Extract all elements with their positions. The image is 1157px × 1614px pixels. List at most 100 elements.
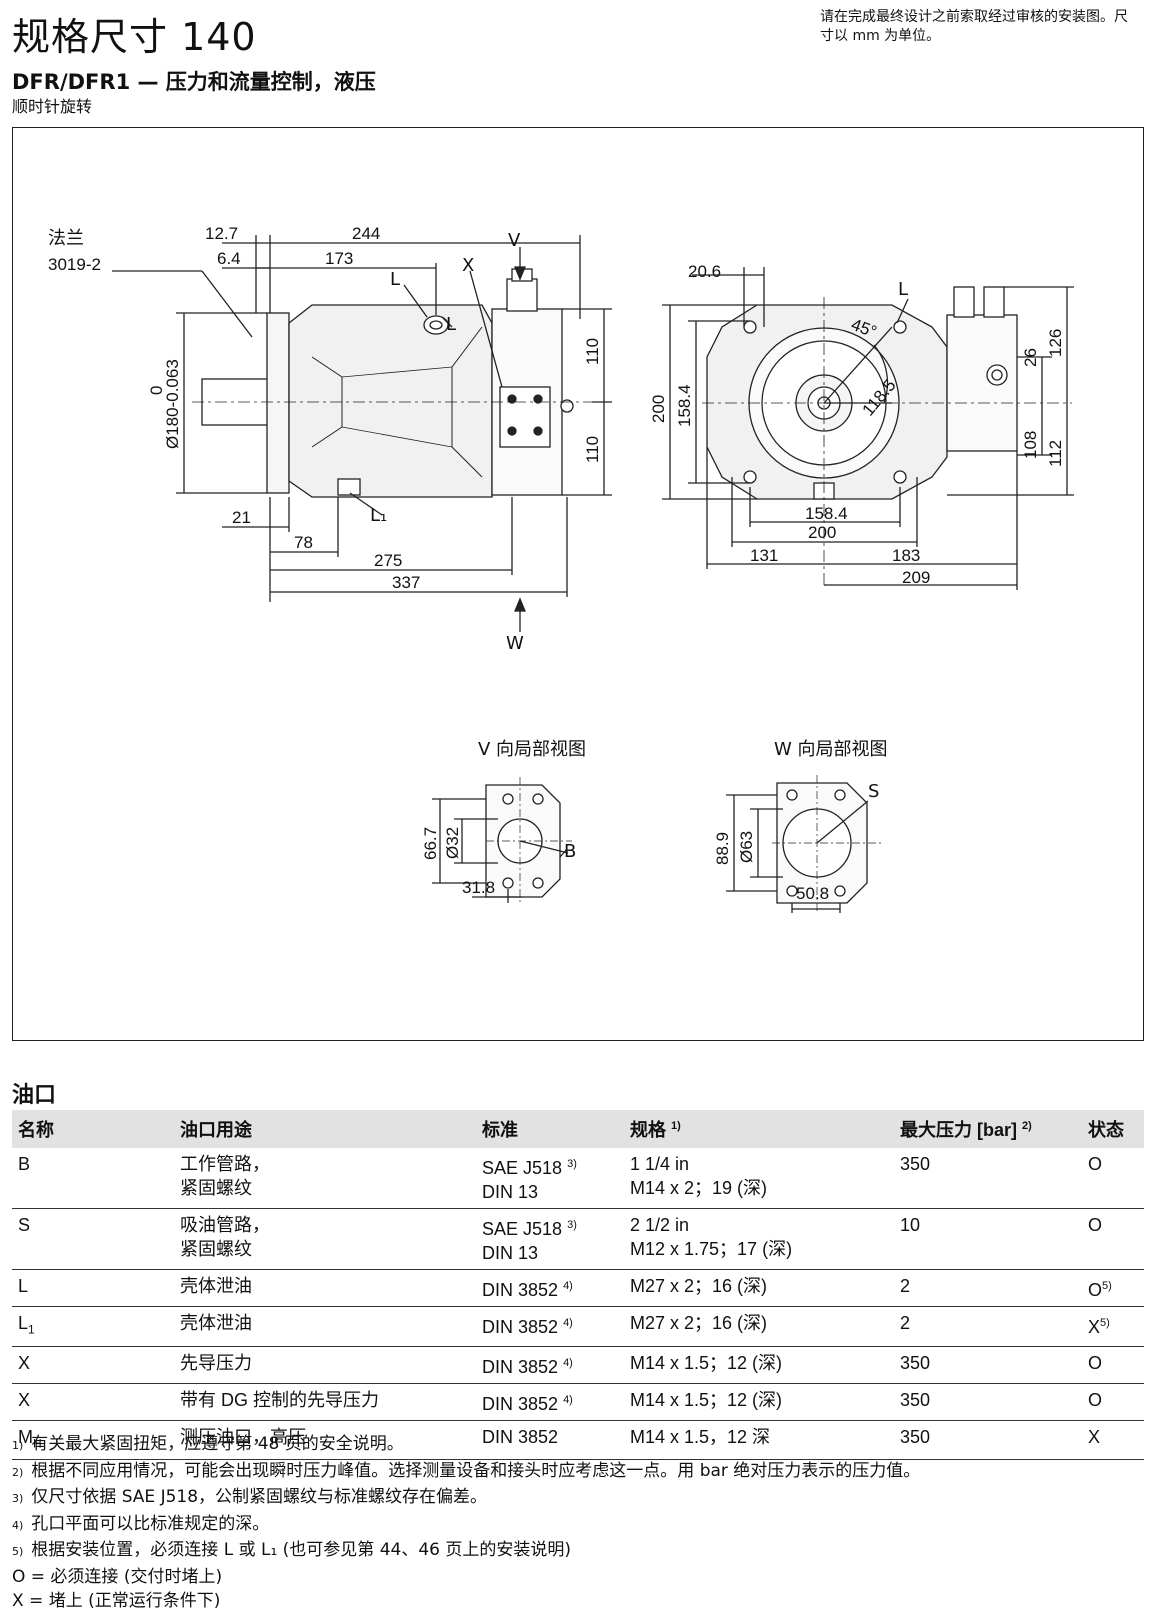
dim-78: 78 [294,533,313,552]
view-arrow-v: V [508,230,521,251]
port-pressure-cell: 350 [894,1420,1082,1461]
port-name-cell: MH [12,1420,174,1461]
port-s-label: S [868,781,879,802]
port-l-label-front: L [898,279,908,300]
view-v-title: V 向局部视图 [478,739,586,760]
footnote-item: O = 必须连接 (交付时堵上) [12,1566,223,1587]
port-state-cell: X [1082,1420,1144,1461]
col-state: 状态 [1082,1110,1144,1148]
footnote-item: 1)有关最大紧固扭矩，应遵守第 48 页的安全说明。 [12,1434,404,1454]
port-l-label-2: L [446,314,456,335]
port-spec-cell: M14 x 1.5；12 (深) [624,1346,894,1384]
port-name-cell: B [12,1148,174,1209]
dim-6-4: 6.4 [217,249,241,268]
port-standard-cell: DIN 3852 4) [476,1383,624,1421]
ports-heading: 油口 [12,1083,57,1108]
port-spec-cell: M14 x 1.5；12 (深) [624,1383,894,1421]
port-x-label: X [462,255,474,276]
dim-50-8: 50.8 [796,884,829,903]
dim-200-vertical: 200 [649,395,668,423]
dimension-note: 请在完成最终设计之前索取经过审核的安装图。尺寸以 mm 为单位。 [820,9,1128,44]
dim-337: 337 [392,573,420,592]
dim-112: 112 [1046,440,1065,467]
dim-173: 173 [325,249,353,268]
dim-244: 244 [352,224,380,243]
dim-12-7: 12.7 [205,224,238,243]
col-pressure: 最大压力 [bar] 2) [894,1110,1082,1148]
front-view [662,267,1074,590]
port-name-cell: X [12,1346,174,1384]
view-arrow-w: W [506,633,524,654]
footnote-item: X = 堵上 (正常运行条件下) [12,1591,221,1611]
table-header-row: 名称 油口用途 标准 规格 1) 最大压力 [bar] 2) 状态 [12,1110,1144,1148]
dim-110-top: 110 [583,338,602,365]
side-view [112,235,612,632]
port-use-cell: 吸油管路，紧固螺纹 [174,1208,476,1270]
port-state-cell: O [1082,1148,1144,1209]
detail-view-w [726,775,882,913]
dim-shaft-diameter: Ø180-0.063 [163,359,182,449]
footnote-item: 4)孔口平面可以比标准规定的深。 [12,1513,270,1534]
col-name: 名称 [12,1110,174,1148]
port-name-cell: L1 [12,1306,174,1347]
dim-66-7: 66.7 [421,827,440,860]
port-standard-cell: SAE J518 3)DIN 13 [476,1148,624,1209]
footnote-item: 3)仅尺寸依据 SAE J518，公制紧固螺纹与标准螺纹存在偏差。 [12,1487,488,1507]
dim-200-horizontal: 200 [808,523,836,542]
dim-126: 126 [1046,329,1065,357]
drawing-frame [12,127,1144,1041]
dim-110-bottom: 110 [583,436,602,463]
dim-209: 209 [902,568,930,587]
port-use-cell: 壳体泄油 [174,1306,476,1347]
port-l1-label: L₁ [370,505,387,526]
dim-d63: Ø63 [737,831,756,863]
flange-code: 3019-2 [48,255,101,274]
view-w-title: W 向局部视图 [774,739,888,760]
port-use-cell: 工作管路，紧固螺纹 [174,1148,476,1209]
dim-88-9: 88.9 [713,832,732,865]
port-pressure-cell: 350 [894,1383,1082,1421]
port-state-cell: O [1082,1208,1144,1270]
footnotes: 1)有关最大紧固扭矩，应遵守第 48 页的安全说明。2)根据不同应用情况，可能会… [12,1432,920,1614]
dim-108: 108 [1021,431,1040,459]
flange-label: 法兰 [48,228,84,249]
port-state-cell: X5) [1082,1306,1144,1347]
col-use: 油口用途 [174,1110,476,1148]
dim-131: 131 [750,546,778,565]
technical-drawing: 法兰 3019-2 12.7 244 6.4 173 110 110 Ø180-… [48,224,1074,913]
port-standard-cell: DIN 3852 4) [476,1306,624,1347]
port-state-cell: O5) [1082,1269,1144,1307]
dim-275: 275 [374,551,402,570]
port-name-cell: L [12,1269,174,1307]
port-pressure-cell: 2 [894,1269,1082,1307]
port-name-cell: S [12,1208,174,1270]
dim-183: 183 [892,546,920,565]
dim-21: 21 [232,508,251,527]
section-subtitle: DFR/DFR1 — 压力和流量控制，液压 [12,70,376,94]
port-b-label: B [564,841,576,862]
port-pressure-cell: 350 [894,1346,1082,1384]
dim-158-4-vertical: 158.4 [675,384,694,427]
port-state-cell: O [1082,1346,1144,1384]
port-spec-cell: M27 x 2；16 (深) [624,1269,894,1307]
footnote-item: 5)根据安装位置，必须连接 L 或 L₁ (也可参见第 44、46 页上的安装说… [12,1540,572,1560]
port-use-cell: 先导压力 [174,1346,476,1384]
port-use-cell: 测压油口，高压 [174,1420,476,1461]
port-spec-cell: M14 x 1.5，12 深 [624,1420,894,1461]
port-standard-cell: SAE J518 3)DIN 13 [476,1208,624,1270]
port-pressure-cell: 10 [894,1208,1082,1270]
port-name-cell: X [12,1383,174,1421]
dim-d32: Ø32 [443,827,462,859]
col-spec: 规格 1) [624,1110,894,1148]
dim-20-6: 20.6 [688,262,721,281]
rotation-label: 顺时针旋转 [12,97,93,116]
dim-26: 26 [1021,348,1040,367]
